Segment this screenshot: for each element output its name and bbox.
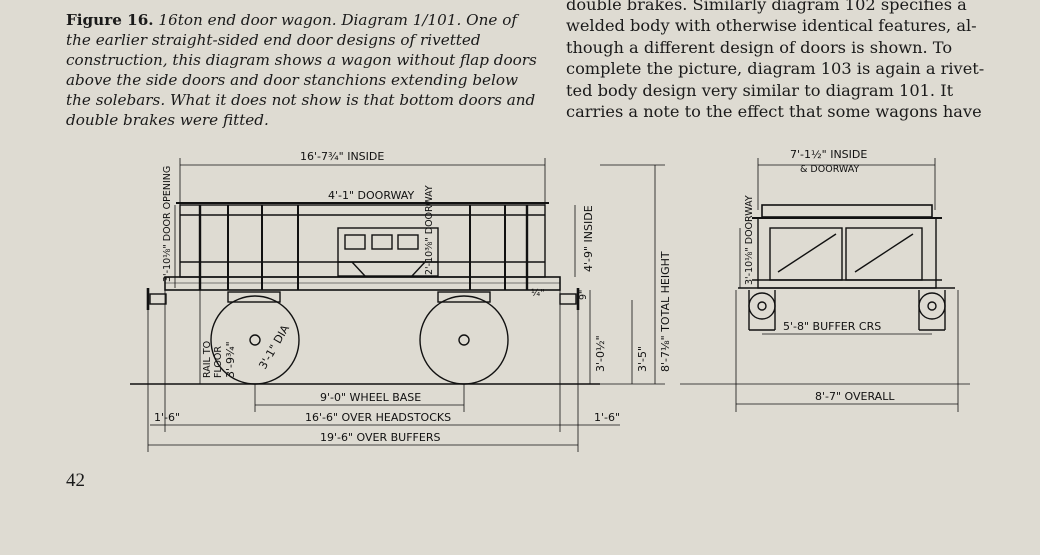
end-doorway-note-label: & DOORWAY: [800, 164, 860, 175]
figure-caption: Figure 16. 16ton end door wagon. Diagram…: [66, 10, 544, 130]
overall-width-label: 8'-7" OVERALL: [815, 390, 895, 403]
body-line: double brakes. Similarly diagram 102 spe…: [566, 0, 967, 14]
solebar-depth-label: 9": [578, 290, 589, 300]
end-doorway-height-label: 3'-10⅛" DOORWAY: [744, 195, 755, 285]
solebar-height-label: 3'-0½": [594, 335, 607, 372]
body-line: though a different design of doors is sh…: [566, 37, 953, 57]
figure-caption-text: 16ton end door wagon. Diagram 1/101. One…: [66, 11, 537, 129]
total-height-label: 8'-7⅛" TOTAL HEIGHT: [659, 251, 672, 372]
over-buffers-label: 19'-6" OVER BUFFERS: [320, 431, 440, 444]
buffer-centres-label: 5'-8" BUFFER CRS: [783, 320, 881, 333]
wheelbase-label: 9'-0" WHEEL BASE: [320, 391, 421, 404]
rail-to-floor-label-b: FLOOR: [213, 346, 224, 378]
page-number: 42: [66, 470, 85, 491]
body-line: welded body with otherwise identical fea…: [566, 16, 977, 36]
rail-to-floor-label-a: RAIL TO: [202, 341, 213, 378]
doorway-width-label: 4'-1" DOORWAY: [328, 189, 414, 202]
body-line: ted body design very similar to diagram …: [566, 80, 954, 100]
figure-label: Figure 16.: [66, 11, 154, 29]
body-line: carries a note to the effect that some w…: [566, 102, 982, 122]
floor-offset-label: ¼": [531, 288, 545, 299]
door-height-label: 2'-10⅜" DOORWAY: [424, 185, 435, 275]
rail-to-floor-label-c: 3'-9¾": [224, 341, 237, 378]
inside-length-label: 16'-7¾" INSIDE: [300, 150, 384, 163]
body-text: double brakes. Similarly diagram 102 spe…: [566, 0, 1028, 122]
end-door-opening-label: 3'-10⅛" DOOR OPENING: [162, 166, 173, 282]
wheel-diameter-label: 3'-1" DIA: [256, 322, 292, 371]
over-headstocks-label: 16'-6" OVER HEADSTOCKS: [305, 411, 451, 424]
right-overhang-label: 1'-6": [594, 411, 620, 424]
buffer-height-label: 3'-5": [636, 346, 649, 372]
inside-height-label: 4'-9" INSIDE: [582, 205, 595, 272]
left-overhang-label: 1'-6": [154, 411, 180, 424]
body-line: complete the picture, diagram 103 is aga…: [566, 59, 985, 79]
end-inside-width-label: 7'-1½" INSIDE: [790, 148, 867, 161]
